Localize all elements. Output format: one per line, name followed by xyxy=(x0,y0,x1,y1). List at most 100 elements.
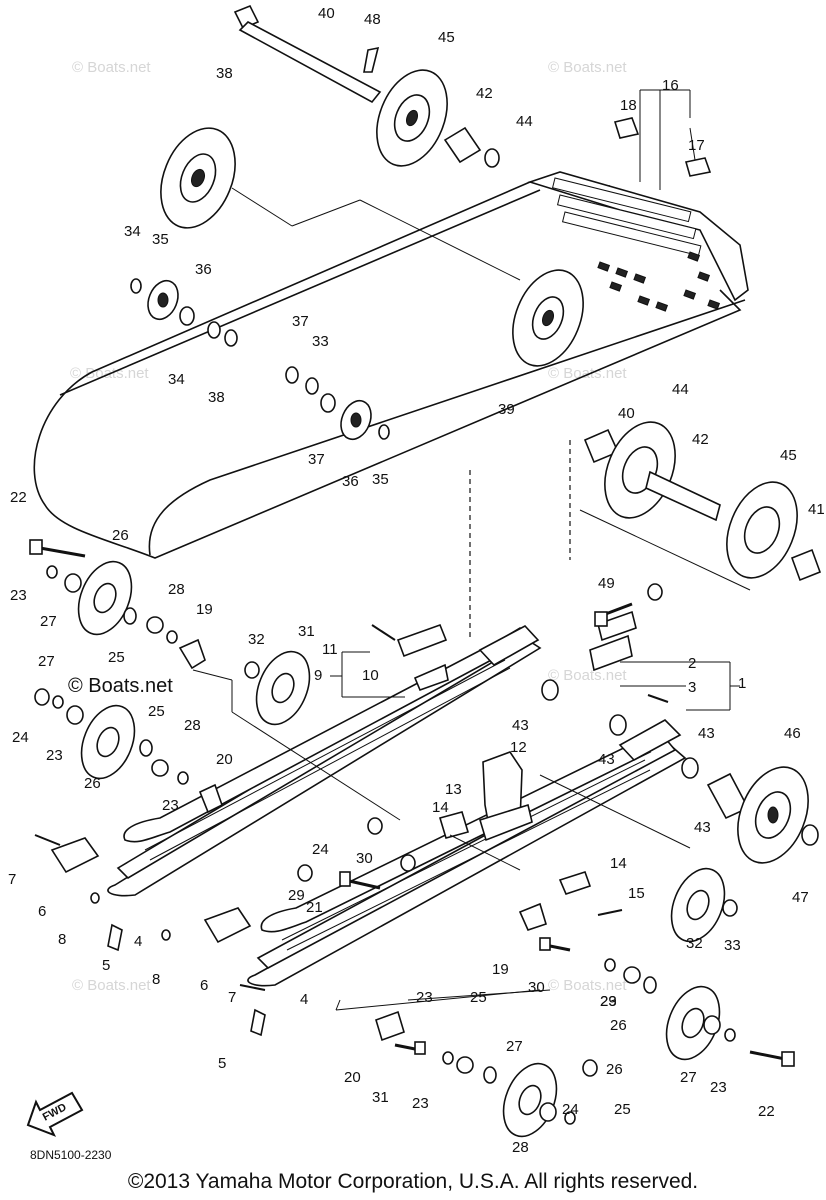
callout-45: 45 xyxy=(780,447,797,464)
watermark: © Boats.net xyxy=(72,59,151,76)
collar-42 xyxy=(443,126,482,164)
callout-22: 22 xyxy=(758,1103,775,1120)
drawing-code: 8DN5100-2230 xyxy=(30,1148,112,1162)
stopper-11 xyxy=(396,623,448,658)
washer-43d xyxy=(609,714,627,736)
bracket-20 xyxy=(198,783,223,814)
callout-7: 7 xyxy=(228,989,236,1006)
track-clip-17 xyxy=(684,157,712,177)
callout-26: 26 xyxy=(112,527,129,544)
bracket-20b xyxy=(375,1010,405,1042)
washer-23g xyxy=(564,1111,576,1125)
washer-33b xyxy=(305,377,319,395)
callout-29: 29 xyxy=(288,887,305,904)
axle-41 xyxy=(645,470,721,522)
washer-32 xyxy=(244,661,260,679)
callout-33: 33 xyxy=(312,333,329,350)
callout-25: 25 xyxy=(148,703,165,720)
callout-20: 20 xyxy=(216,751,233,768)
rear-axle-group xyxy=(160,4,584,367)
callout-43: 43 xyxy=(698,725,715,742)
callout-15: 15 xyxy=(628,885,645,902)
callout-44: 44 xyxy=(516,113,533,130)
watermark: © Boats.net xyxy=(548,977,627,994)
washer-8b xyxy=(161,929,171,941)
copyright-notice: ©2013 Yamaha Motor Corporation, U.S.A. A… xyxy=(127,1170,699,1193)
collar-25c xyxy=(643,976,657,994)
nut-24 xyxy=(367,817,383,835)
nut-24c xyxy=(582,1059,598,1077)
callout-34: 34 xyxy=(168,371,185,388)
callout-44: 44 xyxy=(672,381,689,398)
callout-14: 14 xyxy=(432,799,449,816)
callout-9: 9 xyxy=(314,667,322,684)
callout-23: 23 xyxy=(416,989,433,1006)
washer-23b xyxy=(166,630,178,644)
washer-23f xyxy=(604,958,616,972)
collar-25d xyxy=(483,1066,497,1084)
washer-28b xyxy=(151,759,169,777)
wear-block-6b xyxy=(203,907,252,944)
washer-33 xyxy=(207,321,221,339)
bracket-2 xyxy=(589,634,633,672)
washer-23h xyxy=(442,1051,454,1065)
screw-5 xyxy=(107,923,123,952)
callout-36: 36 xyxy=(342,473,359,490)
nut-24b xyxy=(34,688,50,706)
bracket-19b xyxy=(518,902,547,931)
spacer-27 xyxy=(64,573,82,593)
washer-23e xyxy=(724,1028,736,1042)
callout-28: 28 xyxy=(168,581,185,598)
callout-1: 1 xyxy=(738,675,746,692)
track-clip-18 xyxy=(613,117,640,139)
washer-34b xyxy=(378,424,390,440)
callout-28: 28 xyxy=(184,717,201,734)
callout-23: 23 xyxy=(46,747,63,764)
callout-46: 46 xyxy=(784,725,801,742)
washer-28d xyxy=(456,1056,474,1074)
callout-31: 31 xyxy=(298,623,315,640)
watermark-dark: © Boats.net xyxy=(68,675,173,697)
screw-5b xyxy=(250,1008,266,1037)
washer-8 xyxy=(90,892,100,904)
callout-26: 26 xyxy=(84,775,101,792)
watermark: © Boats.net xyxy=(72,977,151,994)
callout-36: 36 xyxy=(195,261,212,278)
callout-12: 12 xyxy=(510,739,527,756)
callout-19: 19 xyxy=(492,961,509,978)
callout-18: 18 xyxy=(620,97,637,114)
callout-43: 43 xyxy=(598,751,615,768)
callout-33: 33 xyxy=(724,937,741,954)
callout-38: 38 xyxy=(216,65,233,82)
callout-16: 16 xyxy=(662,77,679,94)
callout-17: 17 xyxy=(688,137,705,154)
washer-43e xyxy=(681,757,699,779)
front-axle-group xyxy=(469,421,822,640)
callout-40: 40 xyxy=(318,5,335,22)
washer-43 xyxy=(484,148,500,168)
bolt-30 xyxy=(539,937,551,951)
watermark: © Boats.net xyxy=(548,667,627,684)
nut-29 xyxy=(400,854,416,872)
collar-25 xyxy=(123,607,137,625)
bushing-36 xyxy=(179,306,195,326)
callout-5: 5 xyxy=(218,1055,226,1072)
axle-39 xyxy=(238,21,382,104)
callout-20: 20 xyxy=(344,1069,361,1086)
callout-3: 3 xyxy=(688,679,696,696)
callout-6: 6 xyxy=(38,903,46,920)
callout-30: 30 xyxy=(528,979,545,996)
callout-2: 2 xyxy=(688,655,696,672)
callout-47: 47 xyxy=(792,889,809,906)
callout-7: 7 xyxy=(8,871,16,888)
bolt-21 xyxy=(339,871,351,887)
washer-34 xyxy=(130,278,142,294)
callout-25: 25 xyxy=(614,1101,631,1118)
front-arm-group xyxy=(396,610,819,895)
washer-28 xyxy=(146,616,164,634)
nut-46 xyxy=(801,824,819,846)
callout-29: 29 xyxy=(600,993,617,1010)
callout-32: 32 xyxy=(686,935,703,952)
spacer-27d xyxy=(539,1102,557,1122)
